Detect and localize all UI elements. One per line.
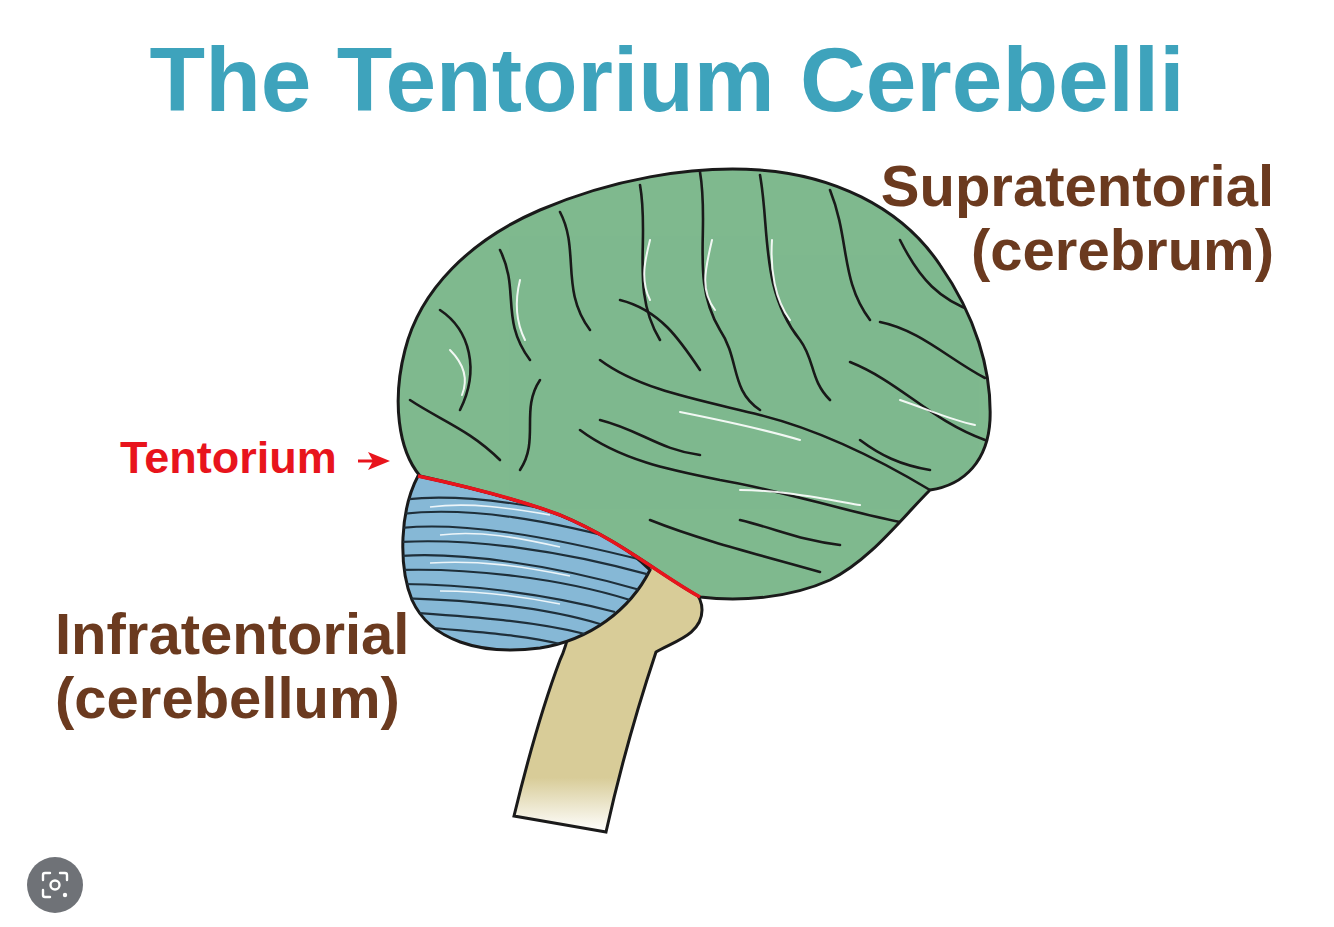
region-label: Infratentorial (cerebellum) <box>55 602 435 730</box>
lens-icon <box>27 857 83 913</box>
diagram-title: The Tentorium Cerebelli <box>0 28 1334 133</box>
cerebrum-sulci <box>410 172 985 572</box>
region-label: Supratentorial (cerebrum) <box>842 154 1274 282</box>
label-arrow <box>358 452 390 470</box>
cerebrum <box>398 169 990 599</box>
part-label: Tentorium <box>120 432 356 484</box>
tentorium-line <box>418 476 700 597</box>
